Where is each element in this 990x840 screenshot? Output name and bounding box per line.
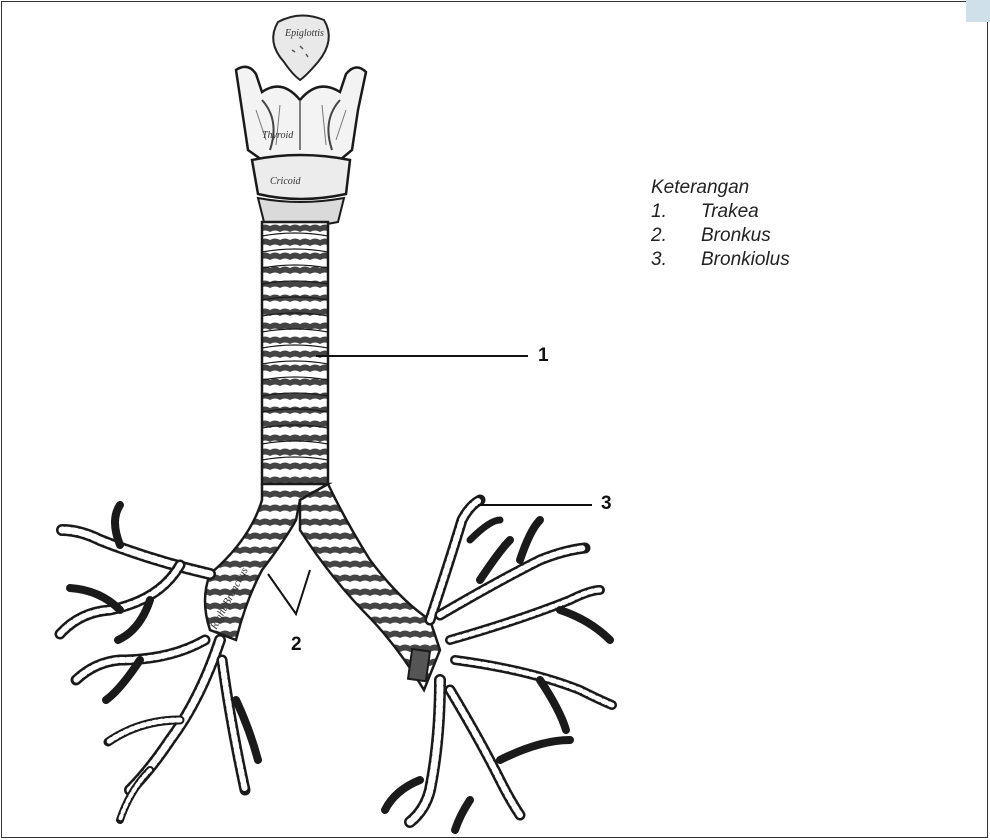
legend-item-number: 1. — [651, 200, 701, 224]
larynx: Thyroid Cricoid — [236, 67, 366, 226]
legend-item-number: 3. — [651, 248, 701, 272]
bronchioles-left — [60, 505, 258, 820]
epiglottis: Epiglottis — [273, 15, 329, 80]
legend-title: Keterangan — [651, 176, 790, 200]
legend-item: 2. Bronkus — [651, 224, 790, 248]
leader-line-2 — [268, 570, 310, 614]
legend-item: 3. Bronkiolus — [651, 248, 790, 272]
callout-1: 1 — [538, 345, 549, 367]
callout-2: 2 — [291, 634, 302, 656]
callout-3: 3 — [601, 493, 612, 515]
main-bronchi: Right Bronchus — [205, 484, 440, 690]
trachea — [262, 222, 328, 484]
legend-item-label: Bronkus — [701, 224, 771, 248]
cricoid-label: Cricoid — [270, 176, 302, 187]
legend-item-label: Bronkiolus — [701, 248, 790, 272]
legend-item-label: Trakea — [701, 200, 759, 224]
legend-item: 1. Trakea — [651, 200, 790, 224]
epiglottis-label: Epiglottis — [284, 28, 324, 39]
legend: Keterangan 1. Trakea 2. Bronkus 3. Bronk… — [651, 176, 790, 272]
legend-item-number: 2. — [651, 224, 701, 248]
thyroid-label: Thyroid — [262, 130, 294, 141]
